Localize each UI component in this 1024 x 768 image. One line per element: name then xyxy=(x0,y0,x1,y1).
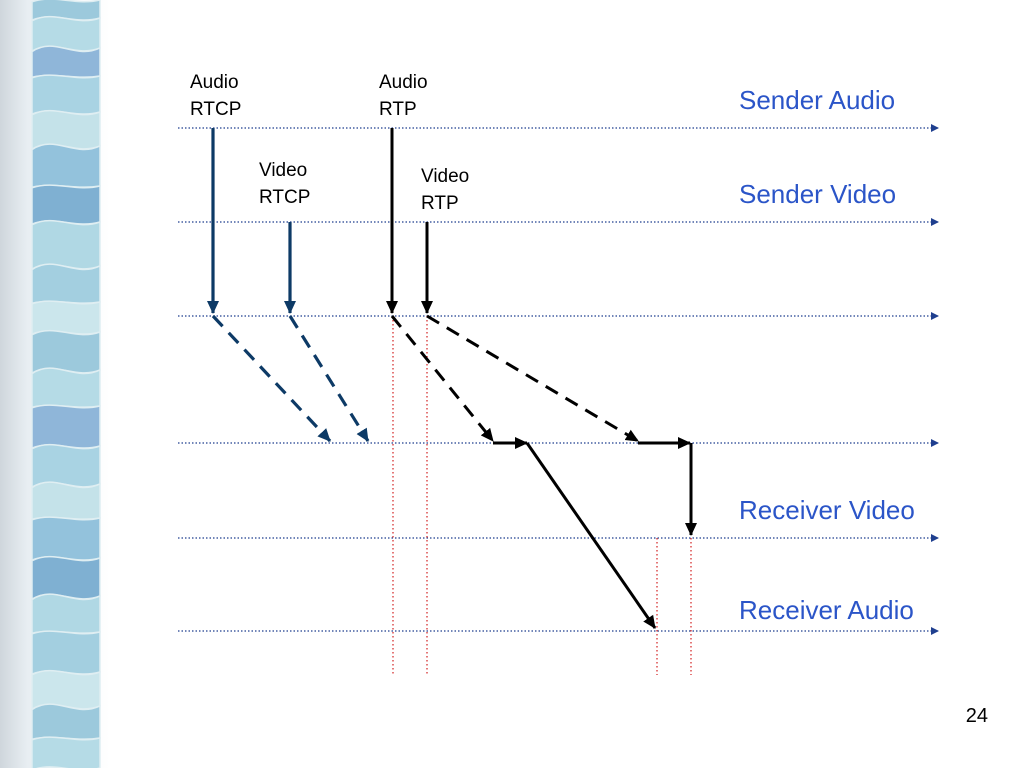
row-label-sender-video: Sender Video xyxy=(739,179,897,209)
rtcp-arrows xyxy=(207,128,370,443)
row-label-receiver-audio: Receiver Audio xyxy=(739,595,914,625)
audio-rtp-label: Audio RTP xyxy=(379,69,428,123)
page-number: 24 xyxy=(965,705,988,727)
video-rtp-network-arrow xyxy=(426,314,639,443)
audio-rtp-network-arrow xyxy=(390,315,495,442)
audio-rtp-label-line2: RTP xyxy=(379,99,417,120)
video-rtp-label: Video RTP xyxy=(421,163,469,217)
audio-rtp-playout-arrow xyxy=(525,442,657,629)
video-rtp-label-line1: Video xyxy=(421,166,470,187)
row-label-sender-audio: Sender Audio xyxy=(739,85,896,115)
audio-rtcp-label-line2: RTCP xyxy=(190,99,242,120)
video-rtp-label-line2: RTP xyxy=(421,193,459,214)
video-rtcp-label-line2: RTCP xyxy=(259,187,311,208)
audio-rtcp-label: Audio RTCP xyxy=(190,69,241,123)
audio-rtp-label-line1: Audio xyxy=(379,72,428,93)
timelines xyxy=(178,124,939,635)
sidebar-band xyxy=(31,736,101,768)
video-rtcp-network-arrow xyxy=(288,315,370,442)
audio-rtcp-network-arrow xyxy=(211,314,332,443)
video-rtcp-label-line1: Video xyxy=(259,160,308,181)
video-rtcp-label: Video RTCP xyxy=(259,157,310,211)
rtp-arrows xyxy=(386,128,697,629)
sync-markers xyxy=(392,316,692,675)
decorative-sidebar xyxy=(0,0,110,768)
audio-rtcp-label-line1: Audio xyxy=(190,72,239,93)
row-label-receiver-video: Receiver Video xyxy=(739,495,915,525)
